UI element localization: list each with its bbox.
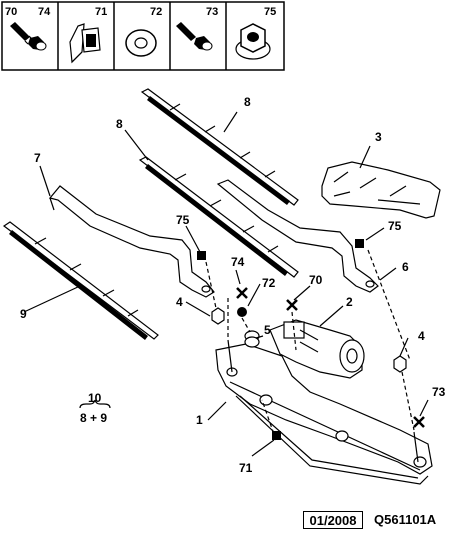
washer-marker-72 bbox=[237, 307, 247, 317]
callout-72: 72 bbox=[262, 276, 276, 290]
callout-6: 6 bbox=[402, 260, 409, 274]
table-ref-70: 70 bbox=[5, 6, 17, 18]
kit-note-components: 8 + 9 bbox=[80, 411, 107, 425]
table-ref-72: 72 bbox=[150, 6, 162, 18]
callout-labels: 8 8 7 3 75 75 74 72 70 6 4 2 5 4 9 73 1 … bbox=[20, 95, 446, 475]
callout-4-right: 4 bbox=[418, 329, 425, 343]
callout-5: 5 bbox=[264, 323, 271, 337]
table-ref-73: 73 bbox=[206, 6, 218, 18]
callout-8-upper: 8 bbox=[244, 95, 251, 109]
callout-75-left: 75 bbox=[176, 213, 190, 227]
table-ref-74: 74 bbox=[38, 6, 51, 18]
revision-date: 01/2008 bbox=[303, 511, 363, 529]
wiper-arm-left bbox=[48, 185, 215, 298]
callout-7: 7 bbox=[34, 151, 41, 165]
table-ref-75: 75 bbox=[264, 6, 276, 18]
nut-marker-75-left bbox=[197, 251, 206, 260]
wiper-arm-right bbox=[216, 179, 379, 293]
table-ref-71: 71 bbox=[95, 6, 107, 18]
callout-9: 9 bbox=[20, 307, 27, 321]
callout-8-middle: 8 bbox=[116, 117, 123, 131]
nut-4-left bbox=[211, 307, 225, 325]
parts-table: 70 74 71 72 73 75 bbox=[1, 1, 285, 71]
callout-2: 2 bbox=[346, 295, 353, 309]
motor-cover bbox=[321, 161, 441, 219]
callout-75-right: 75 bbox=[388, 219, 402, 233]
callout-1: 1 bbox=[196, 413, 203, 427]
wiper-blade-left bbox=[2, 221, 159, 340]
nut-4-right bbox=[393, 355, 407, 373]
washer-icon bbox=[125, 29, 157, 57]
kit-note: 10 8 + 9 bbox=[79, 391, 111, 425]
leader-lines bbox=[23, 111, 429, 457]
bolt-marker-73 bbox=[413, 416, 425, 428]
callout-70: 70 bbox=[309, 273, 323, 287]
nut-marker-75-right bbox=[355, 239, 364, 248]
wiper-blade-middle bbox=[138, 156, 299, 278]
bolt-icon bbox=[176, 22, 213, 51]
clip-marker-71 bbox=[272, 431, 281, 440]
bolt-icon bbox=[10, 22, 47, 51]
kit-note-number: 10 bbox=[88, 391, 102, 405]
callout-3: 3 bbox=[375, 130, 382, 144]
diagram-reference: Q561101A bbox=[374, 512, 437, 527]
flange-nut-icon bbox=[235, 23, 271, 60]
bolt-marker-74 bbox=[236, 287, 248, 299]
callout-73: 73 bbox=[432, 385, 446, 399]
wiper-blade-upper bbox=[140, 88, 299, 206]
bolt-marker-70 bbox=[286, 299, 298, 311]
callout-4-left: 4 bbox=[176, 295, 183, 309]
clip-nut-icon bbox=[69, 23, 101, 64]
callout-74: 74 bbox=[231, 255, 245, 269]
wiper-motor bbox=[269, 319, 365, 379]
callout-71: 71 bbox=[239, 461, 253, 475]
grommet-5 bbox=[244, 330, 260, 348]
